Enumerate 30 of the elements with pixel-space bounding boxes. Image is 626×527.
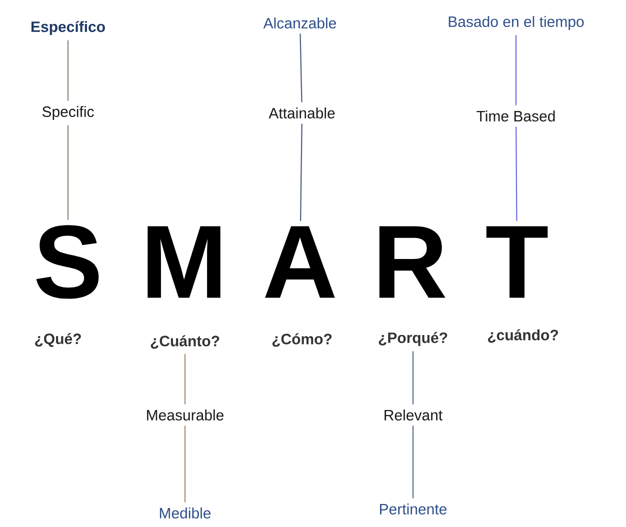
term-text: Específico bbox=[32, 20, 105, 36]
connector-line bbox=[300, 34, 302, 102]
connector-line bbox=[300, 124, 302, 222]
term-text: Time Based bbox=[476, 110, 555, 122]
term-text: Medible bbox=[160, 507, 211, 518]
term-text: Relevant bbox=[384, 409, 442, 420]
connector-line bbox=[67, 125, 69, 220]
connector-line bbox=[516, 126, 518, 222]
question-text: ¿Cuánto? bbox=[150, 335, 220, 349]
connector-line bbox=[412, 426, 414, 498]
letter: R bbox=[379, 226, 446, 298]
term-text: Pertinente bbox=[380, 503, 446, 514]
connector-line bbox=[515, 35, 517, 106]
connector-line bbox=[184, 354, 186, 404]
letter: S bbox=[36, 225, 99, 299]
term-text: Specific bbox=[42, 106, 94, 120]
question-text: ¿Porqué? bbox=[378, 332, 448, 346]
question-text: ¿cuándo? bbox=[488, 329, 558, 343]
question-text: ¿Qué? bbox=[35, 333, 81, 347]
term-text: Alcanzable bbox=[263, 17, 336, 28]
term-text: Attainable bbox=[268, 107, 335, 118]
letter: M bbox=[148, 226, 220, 298]
connector-line bbox=[184, 426, 186, 502]
question-text: ¿Cómo? bbox=[272, 333, 332, 347]
term-text: Basado en el tiempo bbox=[448, 16, 584, 30]
letter: T bbox=[486, 226, 548, 298]
connector-line bbox=[67, 40, 69, 101]
letter: A bbox=[265, 226, 335, 298]
term-text: Measurable bbox=[147, 409, 224, 420]
connector-line bbox=[412, 351, 414, 404]
